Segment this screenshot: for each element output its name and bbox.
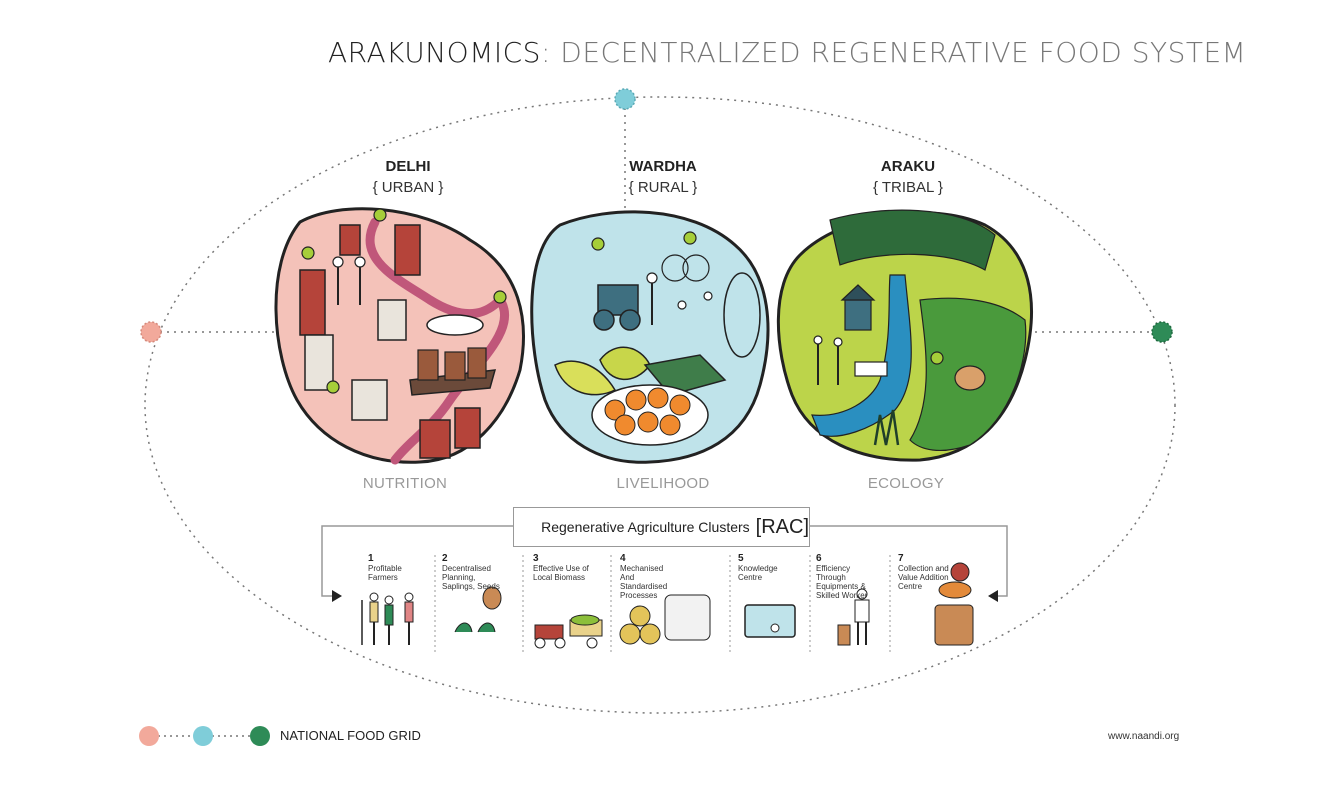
step-5-knowledge-centre-icon [744,604,796,638]
legend-rural-dot [193,726,213,746]
page-title: ARAKUNOMICS: DECENTRALIZED REGENERATIVE … [328,36,1246,69]
rac-arrow-right [988,590,998,602]
rac-heading-box: Regenerative Agriculture Clusters [RAC] [513,507,810,547]
rac-step-5: 5 Knowledge Centre [738,553,826,653]
step-1-farmers-icon [361,592,414,645]
region-type: { TRIBAL } [872,179,944,196]
legend-tribal-dot [250,726,270,746]
step-number: 4 [620,553,626,564]
region-label-delhi: DELHI { URBAN } [308,158,508,196]
region-type: { RURAL } [628,179,698,196]
rural-node [614,88,636,110]
rac-step-2: 2 Decentralised Planning, Saplings, Seed… [442,553,530,653]
step-4-machinery-icon [619,594,711,645]
rac-step-3: 3 Effective Use of Local Biomass [533,553,621,653]
rac-step-6: 6 Efficiency Through Equipments & Skille… [816,553,904,653]
step-number: 1 [368,553,374,564]
step-text: Profitable Farmers [368,564,402,582]
rac-step-4: 4 Mechanised And Standardised Processes [620,553,708,653]
rac-step-7: 7 Collection and Value Addition Centre [898,553,986,653]
step-text: Effective Use of Local Biomass [533,564,589,582]
region-name: WARDHA [629,158,697,175]
legend-label: NATIONAL FOOD GRID [280,728,421,743]
step-text: Knowledge Centre [738,564,778,582]
website-link[interactable]: www.naandi.org [1108,731,1180,742]
legend-urban-dot [139,726,159,746]
food-grid-ellipse [144,96,1176,714]
step-number: 6 [816,553,822,564]
rac-arrow-left [332,590,342,602]
rac-step-1: 1 Profitable Farmers [368,553,456,653]
rac-label: Regenerative Agriculture Clusters [541,519,750,535]
region-type: { URBAN } [372,179,444,196]
step-number: 3 [533,553,539,564]
region-name: DELHI [385,158,431,175]
step-number: 7 [898,553,904,564]
rac-bracket-left [321,525,513,597]
step-2-seeds-icon [454,586,502,633]
pillar-nutrition: NUTRITION [362,475,448,492]
step-6-worker-icon [837,588,870,646]
step-text: Decentralised Planning, Saplings, Seeds [442,564,500,591]
pillar-livelihood: LIVELIHOOD [616,475,710,492]
urban-node [140,321,162,343]
tribal-node [1151,321,1173,343]
title-main: ARAKUNOMICS [328,36,541,69]
step-dividers [434,555,891,652]
step-text: Efficiency Through Equipments & Skilled … [816,564,868,600]
region-name: ARAKU [880,158,936,175]
rac-bracket-right [810,525,1008,597]
region-label-wardha: WARDHA { RURAL } [563,158,763,196]
step-text: Collection and Value Addition Centre [898,564,949,591]
step-7-collection-centre-icon [934,562,974,646]
rac-abbreviation: [RAC] [755,515,809,538]
step-text: Mechanised And Standardised Processes [620,564,668,600]
delhi-urban-illustration [274,207,525,465]
step-3-tractor-icon [534,614,603,649]
region-label-araku: ARAKU { TRIBAL } [808,158,1008,196]
wardha-rural-illustration [530,210,770,464]
pillar-ecology: ECOLOGY [867,475,945,492]
step-number: 5 [738,553,744,564]
title-subtitle: : DECENTRALIZED REGENERATIVE FOOD SYSTEM [540,36,1247,69]
step-number: 2 [442,553,448,564]
araku-tribal-illustration [776,209,1033,462]
legend-graphic [139,726,270,746]
